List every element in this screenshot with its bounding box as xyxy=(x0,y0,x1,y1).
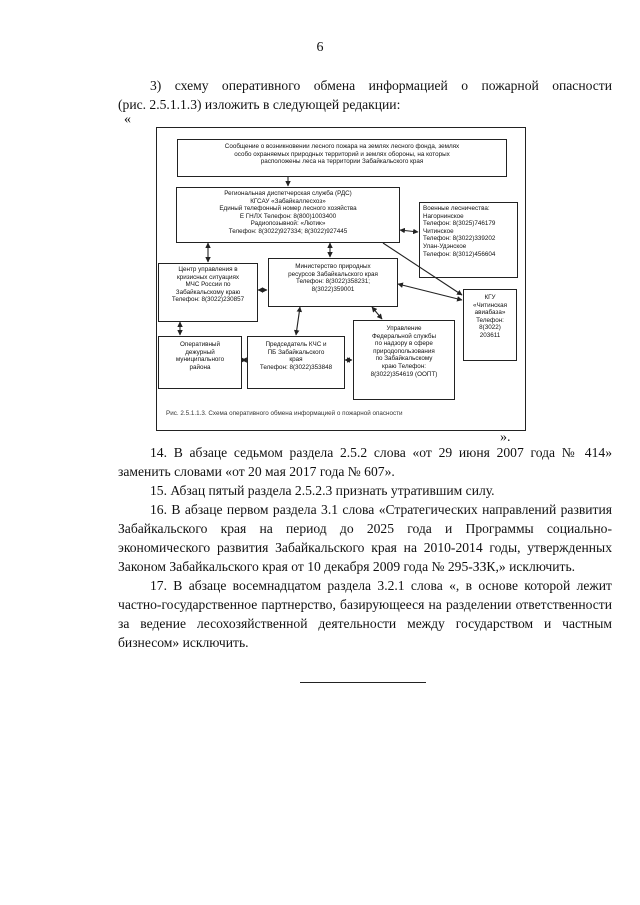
end-separator-line xyxy=(300,682,426,683)
intro-line-2: (рис. 2.5.1.1.3) изложить в следующей ре… xyxy=(118,97,401,112)
box-ministry: Министерство природных ресурсов Забайкал… xyxy=(268,258,398,307)
paragraph-16: 16. В абзаце первом раздела 3.1 слова «С… xyxy=(118,502,612,574)
box-fire-report: Сообщение о возникновении лесного пожара… xyxy=(177,139,507,177)
opening-quote: « xyxy=(124,112,131,127)
diagram-frame xyxy=(156,127,526,431)
box-duty-officer: Оперативный дежурный муниципального райо… xyxy=(158,336,242,389)
box-mchs: Центр управления в кризисных ситуациях М… xyxy=(158,263,258,322)
box-kgu-aviabase: КГУ «Читинская авиабаза» Телефон: 8(3022… xyxy=(463,289,517,361)
page-number: 6 xyxy=(316,40,324,55)
box-kchs-chairman: Председатель КЧС и ПБ Забайкальского кра… xyxy=(247,336,345,389)
box-rds: Региональная диспетчерская служба (РДС) … xyxy=(176,187,400,243)
paragraph-15: 15. Абзац пятый раздела 2.5.2.3 признать… xyxy=(150,483,495,498)
paragraph-17: 17. В абзаце восемнадцатом раздела 3.2.1… xyxy=(118,578,612,650)
intro-line-1: 3) схему оперативного обмена информацией… xyxy=(150,78,612,93)
paragraph-14-line-1: 14. В абзаце седьмом раздела 2.5.2 слова… xyxy=(150,445,612,460)
diagram-caption: Рис. 2.5.1.1.3. Схема оперативного обмен… xyxy=(166,410,403,417)
closing-quote: ». xyxy=(500,430,511,445)
box-military-forestry: Военные лесничества: Нагорнинское Телефо… xyxy=(419,202,518,278)
paragraph-14-line-2: заменить словами «от 20 мая 2017 года № … xyxy=(118,464,395,479)
box-rosprirodnadzor: Управление Федеральной службы по надзору… xyxy=(353,320,455,400)
